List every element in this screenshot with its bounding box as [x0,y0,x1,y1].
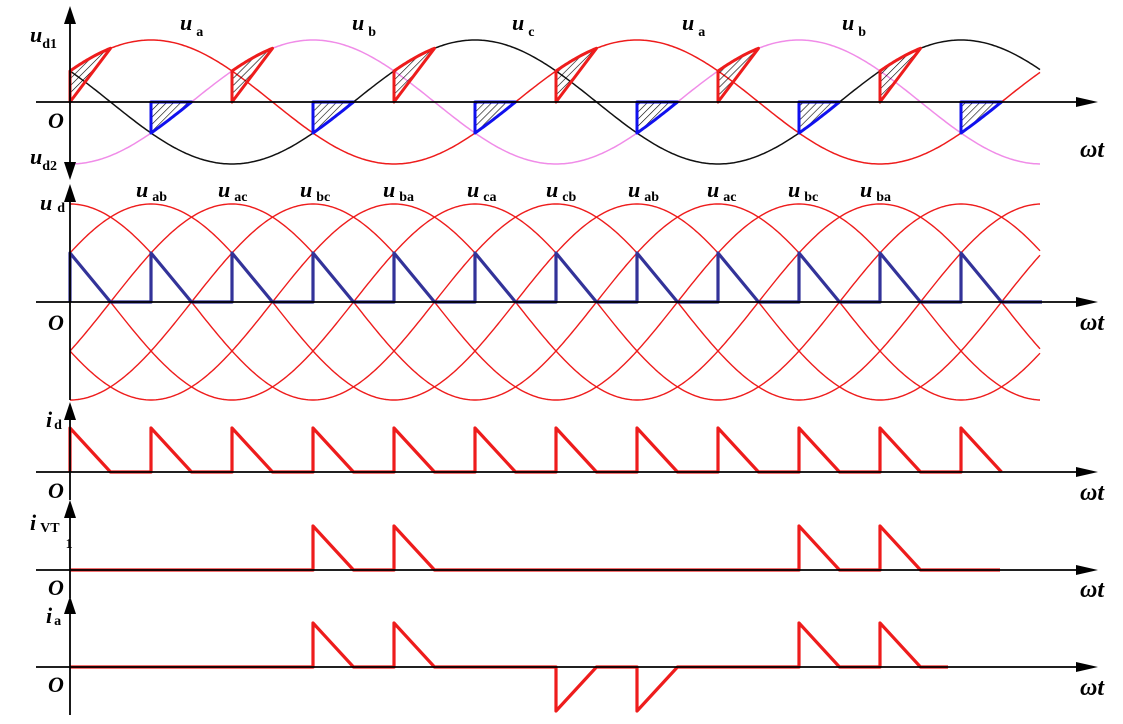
panel3-origin: O [48,478,64,503]
upper-conduction-shade [230,46,274,104]
panel3-x-arrowhead [1076,467,1098,477]
panel1-origin: O [48,108,64,133]
panel1-x-arrowhead [1076,97,1098,107]
output-traces [68,251,1042,713]
panel5-xlabel: ωt [1080,675,1105,701]
lower-conduction-shade [473,100,517,135]
lower-conduction-shade [959,100,1003,135]
line-voltage-curve [69,203,1041,401]
id-current-trace [68,426,1003,474]
lower-conduction-shade [311,100,355,135]
panel4-y-arrowhead-up [64,500,76,518]
panel2-y-arrowhead-up [64,184,76,202]
upper-conduction-shade [716,46,760,104]
panel2-x-arrowhead [1076,297,1098,307]
lower-conduction-shade [149,100,193,135]
panel1-ylabel-top: ud1 [30,22,57,52]
panel3-xlabel: ωt [1080,480,1105,506]
panel4-xlabel: ωt [1080,577,1105,603]
ud-output-trace [68,251,1042,304]
panel4-x-arrowhead [1076,565,1098,575]
line-voltage-curve [69,203,1041,401]
panel3-y-arrowhead-up [64,402,76,420]
panel1-y-arrowhead-up [64,6,76,24]
panel1-xlabel: ωt [1080,137,1105,163]
upper-conduction-shade [554,46,598,104]
panel1-ylabel-bottom: ud2 [30,144,57,174]
lower-conduction-shade [797,100,841,135]
lower-conduction-shade [635,100,679,135]
panel4-origin: O [48,575,64,600]
panel2-xlabel: ωt [1080,310,1105,336]
panel5-y-arrowhead-up [64,596,76,614]
upper-conduction-shade [878,46,922,104]
ivt1-current-trace [70,524,1000,572]
panel2-origin: O [48,310,64,335]
panel5-origin: O [48,672,64,697]
upper-conduction-shade [68,46,112,104]
panel1-y-arrowhead-down [64,162,76,180]
upper-conduction-shade [392,46,436,104]
panel5-x-arrowhead [1076,662,1098,672]
conduction-shading [68,46,1003,135]
axes [36,6,1098,715]
